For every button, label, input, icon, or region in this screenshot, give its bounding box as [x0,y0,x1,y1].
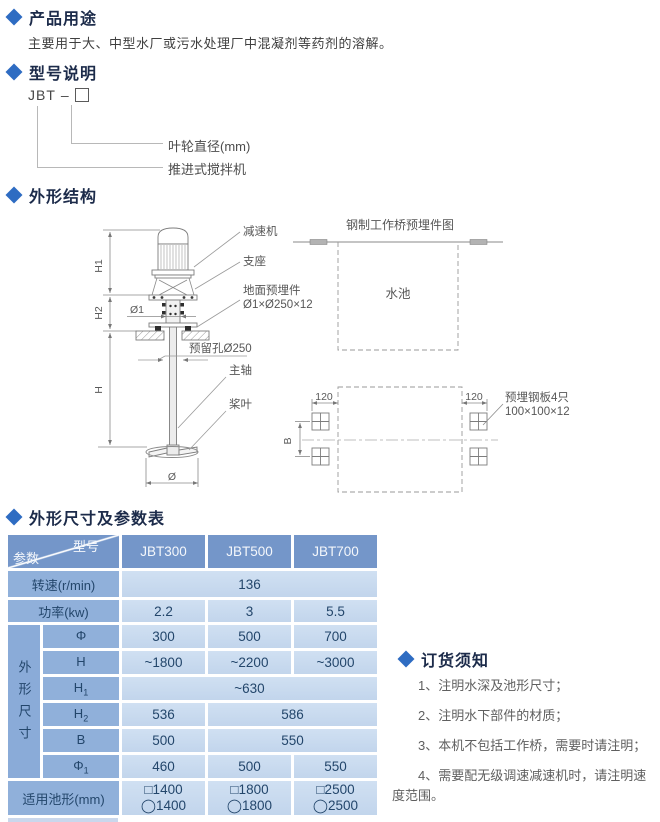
model-title: 型号说明 [29,66,98,83]
label-support: 支座 [243,254,266,268]
dim-value: 550 [208,729,377,752]
dim-value: 300 [122,625,205,648]
order-item: 3、本机不包括工作桥，需要时请注明； [418,738,647,753]
model-code: JBT – [28,87,89,103]
pool-value: □1400 ◯1400 [122,781,205,815]
row-label: 功率(kw) [8,600,119,622]
power-value: 3 [208,600,291,622]
row-label: 转速(r/min) [8,571,119,597]
diamond-icon [5,508,23,526]
leader-line [37,106,38,167]
dim-value: ~630 [122,677,377,700]
label-plate-size: 100×100×12 [505,406,570,418]
dim-label: Φ1 [43,755,119,778]
dim-value: ~1800 [122,651,205,674]
label-plate: 预埋钢板4只 [505,390,569,404]
diamond-icon [5,63,23,81]
usage-title: 产品用途 [29,11,98,28]
order-title: 订货须知 [421,653,490,670]
dim-label: Φ [43,625,119,648]
diamond-icon [5,8,23,26]
machine-label: 推进式搅拌机 [168,162,247,177]
dim-value: 500 [208,625,291,648]
dim-o: Ø [168,471,176,483]
dim-label: H [43,651,119,674]
structure-title: 外形结构 [29,189,98,206]
order-item: 1、注明水深及池形尺寸； [418,678,569,693]
table-title: 外形尺寸及参数表 [29,511,166,528]
model-dash: – [60,87,70,103]
dim-value: 586 [208,703,377,726]
dim-h1: H1 [93,259,105,273]
dim-h2: H2 [93,306,105,320]
usage-section-header: 产品用途 [5,5,98,29]
usage-body: 主要用于大、中型水厂或污水处理厂中混凝剂等药剂的溶解。 [28,36,393,51]
dim-value: ~3000 [294,651,377,674]
model-header: JBT700 [294,535,377,568]
power-value: 2.2 [122,600,205,622]
dim-o1: Ø1 [130,304,144,316]
dim-value: 700 [294,625,377,648]
dim-120-right: 120 [465,391,483,403]
label-blade: 桨叶 [229,397,252,411]
dim-120-left: 120 [315,391,333,403]
speed-value: 136 [122,571,377,597]
pool-value: □2500 ◯2500 [294,781,377,815]
diamond-icon [397,650,415,668]
model-header: JBT300 [122,535,205,568]
table-bottom-strip [8,818,118,822]
pool-value: □1800 ◯1800 [208,781,291,815]
corner-cell: 型号 参数 [8,535,119,568]
order-items: 1、注明水深及池形尺寸； 2、注明水下部件的材质； 3、本机不包括工作桥，需要时… [392,676,657,816]
order-item: 2、注明水下部件的材质； [418,708,569,723]
leader-line [37,167,163,168]
pool-label: 水池 [385,287,411,301]
dim-value: 500 [208,755,291,778]
dim-value: 536 [122,703,205,726]
row-label: 适用池形(mm) [8,781,119,815]
structure-section-header: 外形结构 [5,183,98,207]
model-box-icon [74,88,89,102]
corner-param: 参数 [13,551,40,566]
dim-value: 550 [294,755,377,778]
label-reducer: 减速机 [243,224,278,238]
leader-line [71,105,72,143]
dim-label: B [43,729,119,752]
structure-drawing: H1 H2 H [93,218,570,493]
label-hole: 预留孔Ø250 [189,342,252,355]
power-value: 5.5 [294,600,377,622]
dim-label: H2 [43,703,119,726]
model-header: JBT500 [208,535,291,568]
label-embed-size: Ø1×Ø250×12 [243,299,313,311]
corner-model: 型号 [72,539,99,554]
impeller-label: 叶轮直径(mm) [168,139,251,154]
dim-value: 460 [122,755,205,778]
model-section-header: 型号说明 [5,60,98,84]
dim-b: B [282,437,294,444]
dim-h: H [93,386,105,394]
bridge-diagram-title: 钢制工作桥预埋件图 [346,218,454,232]
dim-label: H1 [43,677,119,700]
order-section-header: 订货须知 [397,647,490,671]
parameter-table: 型号 参数 JBT300 JBT500 JBT700 转速(r/min) 136… [5,532,380,818]
dim-value: 500 [122,729,205,752]
order-item: 4、需要配无级调速减速机时，请注明速度范围。 [392,768,647,803]
leader-line [71,143,163,144]
dim-value: ~2200 [208,651,291,674]
label-shaft: 主轴 [229,363,252,377]
table-section-header: 外形尺寸及参数表 [5,505,166,529]
model-code-text: JBT [28,87,56,103]
label-embed: 地面预埋件 [243,283,301,297]
group-label: 外形尺寸 [8,625,40,778]
